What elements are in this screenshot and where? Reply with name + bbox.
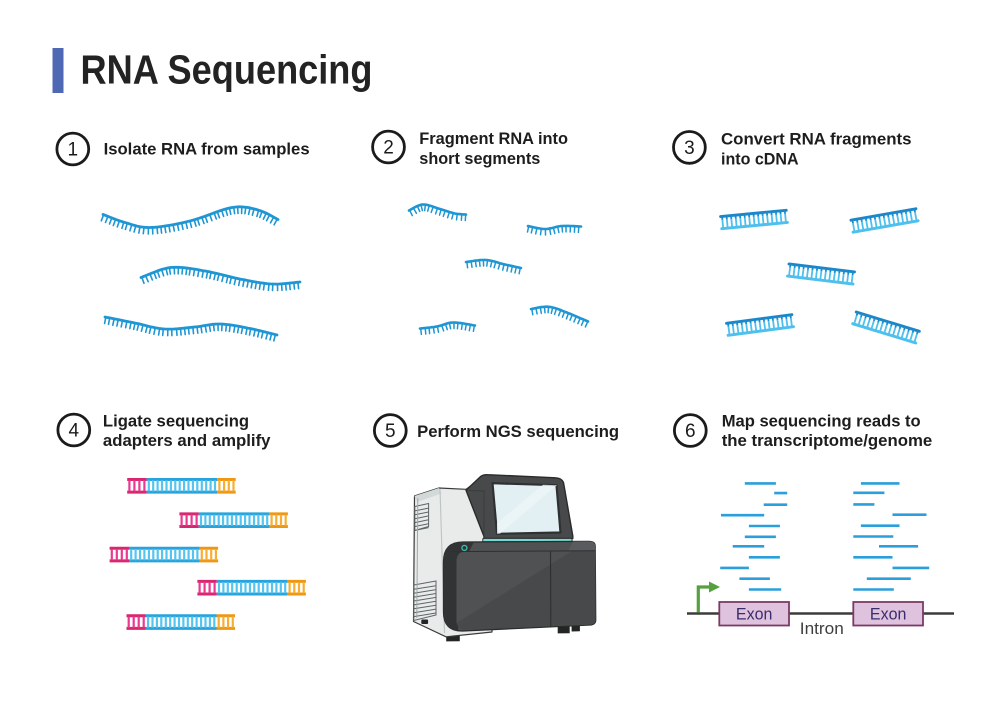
svg-text:short segments: short segments xyxy=(419,149,540,168)
svg-text:6: 6 xyxy=(685,421,696,442)
svg-text:4: 4 xyxy=(69,421,80,442)
svg-text:RNA Sequencing: RNA Sequencing xyxy=(81,47,373,93)
svg-text:1: 1 xyxy=(68,140,79,161)
svg-text:into cDNA: into cDNA xyxy=(721,149,799,168)
svg-text:Convert RNA fragments: Convert RNA fragments xyxy=(721,130,912,149)
svg-text:Perform NGS sequencing: Perform NGS sequencing xyxy=(417,422,619,441)
svg-text:Map sequencing reads to: Map sequencing reads to xyxy=(722,411,921,430)
svg-text:Fragment RNA into: Fragment RNA into xyxy=(419,129,568,148)
svg-text:5: 5 xyxy=(385,421,396,442)
svg-text:Isolate RNA from samples: Isolate RNA from samples xyxy=(104,140,310,159)
svg-text:Intron: Intron xyxy=(800,619,844,638)
svg-text:Ligate sequencing: Ligate sequencing xyxy=(103,411,249,430)
svg-text:2: 2 xyxy=(383,138,394,159)
svg-text:3: 3 xyxy=(684,138,695,159)
svg-text:Exon: Exon xyxy=(736,606,773,624)
svg-text:the transcriptome/genome: the transcriptome/genome xyxy=(722,431,933,450)
svg-text:adapters and amplify: adapters and amplify xyxy=(103,431,271,450)
svg-text:Exon: Exon xyxy=(870,606,907,624)
